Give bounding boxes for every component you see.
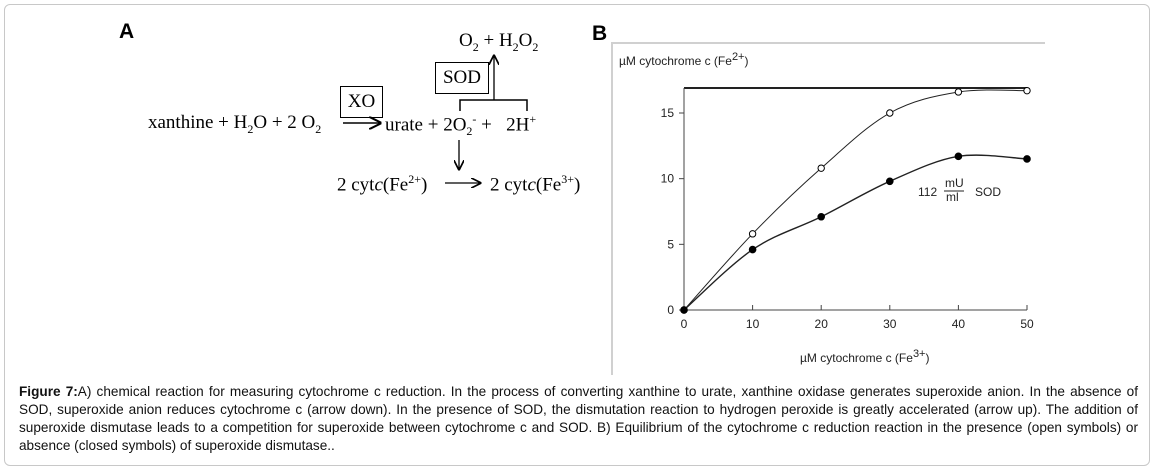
figure-frame — [4, 4, 1150, 466]
open-data-point — [817, 164, 825, 172]
y-tick-label: 10 — [661, 172, 675, 186]
caption-text: A) chemical reaction for measuring cytoc… — [19, 384, 1139, 453]
filled-data-point — [817, 212, 826, 221]
x-tick-label: 30 — [883, 317, 897, 331]
bracket — [459, 99, 528, 111]
series-line-1 — [683, 154, 1028, 311]
series-line-0 — [683, 89, 1028, 311]
sod-annotation: 112 mU ml SOD — [918, 176, 1001, 204]
y-tick-label: 0 — [667, 303, 674, 317]
figure-caption: Figure 7:A) chemical reaction for measur… — [19, 383, 1138, 455]
open-data-point — [886, 109, 894, 117]
filled-data-point — [748, 245, 757, 254]
svg-text:mU: mU — [945, 176, 964, 190]
xo-enzyme-box: XO — [340, 86, 383, 118]
x-tick-label: 40 — [952, 317, 966, 331]
svg-text:112: 112 — [918, 185, 937, 199]
y-tick-label: 15 — [661, 106, 675, 120]
panel-b-label: B — [592, 22, 608, 45]
filled-data-point — [954, 152, 963, 161]
x-tick-label: 20 — [815, 317, 829, 331]
x-tick-label: 10 — [746, 317, 760, 331]
x-tick-label: 0 — [681, 317, 688, 331]
y-axis-label: µM cytochrome c (Fe2+) — [619, 51, 748, 68]
open-data-point — [954, 88, 963, 96]
filled-data-point — [886, 177, 894, 186]
sod-products: O2 + H2O2 — [459, 30, 539, 54]
filled-data-point — [1023, 155, 1031, 163]
caption-label: Figure 7: — [19, 384, 78, 399]
x-tick-label: 50 — [1020, 317, 1034, 331]
y-tick-label: 5 — [667, 237, 674, 251]
cytc-oxidized: 2 cytc(Fe3+) — [490, 172, 581, 196]
open-data-point — [748, 230, 757, 238]
svg-text:SOD: SOD — [975, 185, 1001, 199]
open-data-point — [1023, 86, 1031, 95]
cytc-reduced: 2 cytc(Fe2+) — [337, 172, 428, 196]
products: urate + 2O2- + 2H+ — [385, 112, 537, 139]
filled-data-point — [680, 306, 688, 314]
svg-text:ml: ml — [946, 190, 959, 204]
x-axis-label: µM cytochrome c (Fe3+) — [800, 348, 929, 365]
panel-a-label: A — [119, 20, 135, 43]
reactants: xanthine + H2O + 2 O2 — [148, 112, 322, 136]
sod-enzyme-box: SOD — [435, 62, 489, 94]
